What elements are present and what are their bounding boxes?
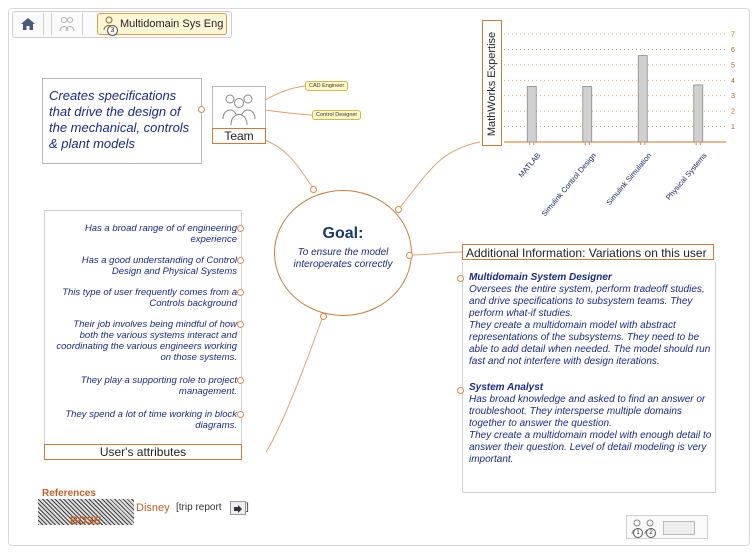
connector-attributes xyxy=(265,315,324,453)
arrow-right-icon xyxy=(234,505,242,513)
additional-title: Additional Information: Variations on th… xyxy=(462,244,714,260)
attribute-connector-dot xyxy=(237,225,244,232)
goal-dot-right xyxy=(395,206,402,213)
additional-section-heading: Multidomain System Designer xyxy=(469,272,612,283)
home-button[interactable] xyxy=(13,13,44,35)
team-role-control[interactable]: Control Designer xyxy=(312,110,362,120)
chart-ytick-label: 4 xyxy=(731,78,735,85)
goal-dot-side xyxy=(406,252,413,259)
attributes-panel: Has a broad range of of engineering expe… xyxy=(44,210,244,447)
chart-ytick-label: 5 xyxy=(731,62,735,69)
chart-ytick-label: 1 xyxy=(731,124,735,131)
team-image[interactable] xyxy=(212,86,266,130)
chart-xtick-label: Physical Systems xyxy=(664,151,710,202)
chart-ylabel: MathWorks Expertise xyxy=(486,31,498,137)
goal-title: Goal: xyxy=(322,225,364,242)
chart-bar-dot xyxy=(584,141,590,145)
page-frame xyxy=(8,8,750,546)
additional-section-paragraph: They create a multidomain model with eno… xyxy=(469,430,712,465)
chart-ytick-label: 3 xyxy=(731,93,735,100)
reference-link-disney[interactable]: Disney xyxy=(136,502,170,514)
trip-report-button[interactable] xyxy=(230,501,246,515)
chart-ytick-label: 2 xyxy=(731,109,735,116)
description-text: Creates specifications that drive the de… xyxy=(49,88,190,151)
attribute-item: Has a broad range of of engineering expe… xyxy=(84,223,237,245)
breadcrumb-label: Multidomain Sys Eng xyxy=(120,18,224,30)
attribute-connector-dot xyxy=(237,321,244,328)
connector-cad xyxy=(264,85,306,101)
chart-bar-dot xyxy=(640,141,646,145)
goal-dot-top xyxy=(310,186,317,193)
description-box: Creates specifications that drive the de… xyxy=(42,78,202,164)
connector-control xyxy=(264,109,313,116)
attributes-title: User's attributes xyxy=(44,444,242,460)
goal-circle: Goal: To ensure the model interoperates … xyxy=(274,190,412,316)
references-title: References xyxy=(42,488,96,499)
trip-report-label: [trip report xyxy=(176,502,222,513)
chart-xtick-label: MATLAB xyxy=(516,151,543,180)
references-redacted-image xyxy=(38,499,134,525)
chart-bar xyxy=(637,55,648,143)
attribute-connector-dot xyxy=(237,289,244,296)
team-icon xyxy=(222,94,256,126)
team-role-cad[interactable]: CAD Engineer xyxy=(305,81,349,91)
personas-button[interactable] xyxy=(51,13,83,35)
chart-ylabel-box: MathWorks Expertise xyxy=(482,20,502,146)
additional-section-paragraph: Has broad knowledge and asked to find an… xyxy=(469,394,706,429)
chart-xtick-label: Simulink Control Design xyxy=(539,151,599,219)
goal-dot-bottom xyxy=(320,313,327,320)
connector-chart xyxy=(397,141,481,211)
goal-text: To ensure the model interoperates correc… xyxy=(293,247,393,270)
reference-link-bose[interactable]: BOSE xyxy=(70,515,102,527)
footer-thumbnail xyxy=(663,521,695,535)
breadcrumb-badge: 3 xyxy=(107,25,118,36)
chart-bar xyxy=(582,86,593,143)
attribute-item: This type of user frequently comes from … xyxy=(62,287,237,309)
team-label: Team xyxy=(212,128,266,144)
top-toolbar: 3 Multidomain Sys Eng xyxy=(12,11,232,38)
chart-xtick-label: Simulink Simulation xyxy=(604,151,654,207)
trip-report-end: ] xyxy=(246,502,249,513)
footer-badge-2: 2 xyxy=(646,528,656,538)
attribute-connector-dot xyxy=(237,411,244,418)
connector-additional xyxy=(409,251,463,256)
attribute-item: Their job involves being mindful of how … xyxy=(56,319,237,363)
breadcrumb-current[interactable]: 3 Multidomain Sys Eng xyxy=(97,13,227,36)
additional-section-paragraph: They create a multidomain model with abs… xyxy=(469,320,711,367)
chart-bar-dot xyxy=(695,141,701,145)
chart-ytick-label: 7 xyxy=(731,32,735,39)
additional-section-heading: System Analyst xyxy=(469,382,544,393)
additional-dot-2 xyxy=(457,387,464,394)
connector-team xyxy=(264,139,314,189)
additional-dot-1 xyxy=(457,275,464,282)
description-connector-dot xyxy=(198,106,205,113)
home-icon xyxy=(21,18,35,30)
attribute-item: Has a good understanding of Control Desi… xyxy=(81,255,237,277)
chart-bar xyxy=(526,86,537,143)
chart-ytick-label: 6 xyxy=(731,47,735,54)
attribute-connector-dot xyxy=(237,257,244,264)
footer-badge-1: 1 xyxy=(633,528,643,538)
attribute-connector-dot xyxy=(237,377,244,384)
attribute-item: They play a supporting role to project m… xyxy=(80,375,237,397)
chart-bar xyxy=(693,84,704,143)
attribute-item: They spend a lot of time working in bloc… xyxy=(65,409,237,431)
additional-section-paragraph: Oversees the entire system, perform trad… xyxy=(469,284,705,319)
chart-bar-dot xyxy=(529,141,535,145)
expertise-chart: 1 2 3 4 5 6 7 xyxy=(504,32,735,145)
people-icon xyxy=(59,17,75,32)
footer-nav[interactable]: 1 2 xyxy=(626,515,708,539)
